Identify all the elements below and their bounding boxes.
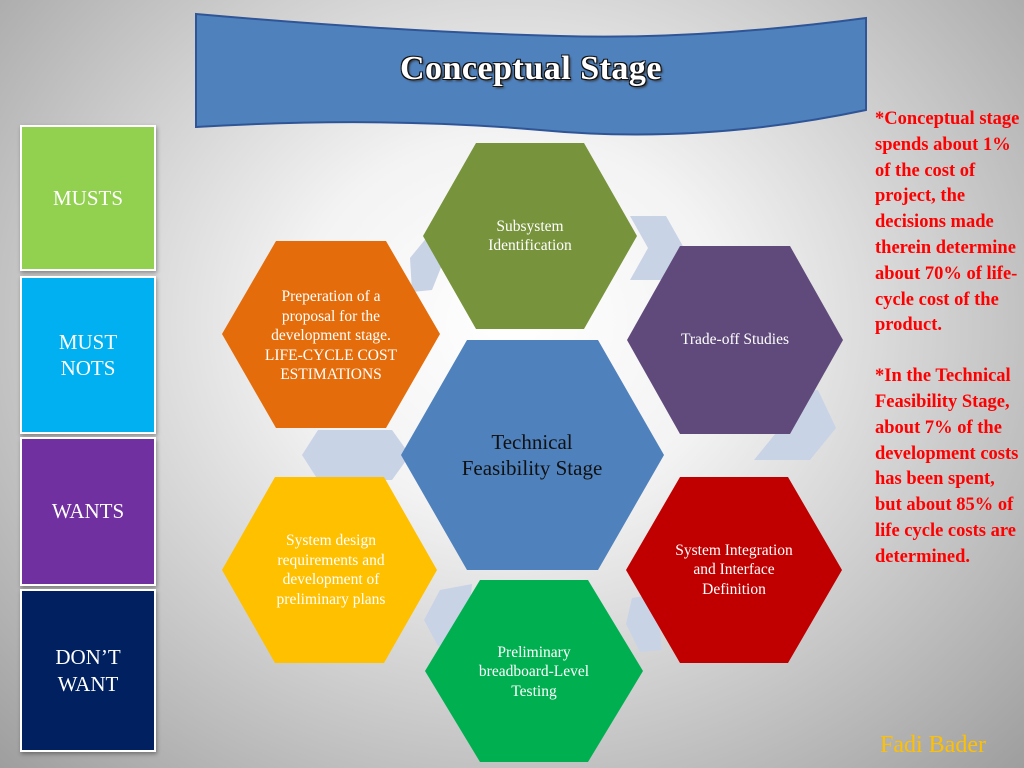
hex-system-integration xyxy=(626,477,842,663)
hex-preliminary-testing xyxy=(425,580,643,762)
trade-off-studies-label: Trade-off Studies xyxy=(680,331,790,349)
wants-box: WANTS xyxy=(20,437,156,586)
title-banner xyxy=(195,12,867,136)
system-integration-label: System Integration and Interface Definit… xyxy=(675,541,793,598)
feasibility-cost-note: *In the Technical Feasibility Stage, abo… xyxy=(875,366,1019,567)
musts-label: MUSTS xyxy=(52,185,124,210)
wants-label: WANTS xyxy=(51,499,125,524)
hex-system-design xyxy=(222,477,437,663)
page-title: Conceptual Stage xyxy=(399,50,663,87)
hex-trade-off-studies xyxy=(627,246,843,434)
connector-design-proposal xyxy=(302,430,410,480)
musts-box: MUSTS xyxy=(20,125,156,271)
subsystem-identification-label: Subsystem Identification xyxy=(488,217,572,255)
hex-proposal-preparation xyxy=(222,241,440,428)
must-nots-box: MUST NOTS xyxy=(20,276,156,434)
cost-note: *Conceptual stage spends about 1% of the… xyxy=(875,107,1024,571)
system-design-label: System design requirements and developme… xyxy=(276,532,386,608)
preliminary-testing-label: Preliminary breadboard-Level Testing xyxy=(478,643,590,700)
hex-subsystem-identification xyxy=(423,143,637,329)
technical-feasibility-label: Technical Feasibility Stage xyxy=(461,429,603,481)
author-name: Fadi Bader xyxy=(880,732,986,758)
must-nots-label: MUST NOTS xyxy=(58,329,118,380)
proposal-preparation-label: Preperation of a proposal for the develo… xyxy=(264,288,398,384)
hex-technical-feasibility xyxy=(401,340,664,570)
dont-want-label: DON’T WANT xyxy=(55,645,121,696)
conceptual-cost-note: *Conceptual stage spends about 1% of the… xyxy=(875,109,1020,336)
dont-want-box: DON’T WANT xyxy=(20,589,156,752)
